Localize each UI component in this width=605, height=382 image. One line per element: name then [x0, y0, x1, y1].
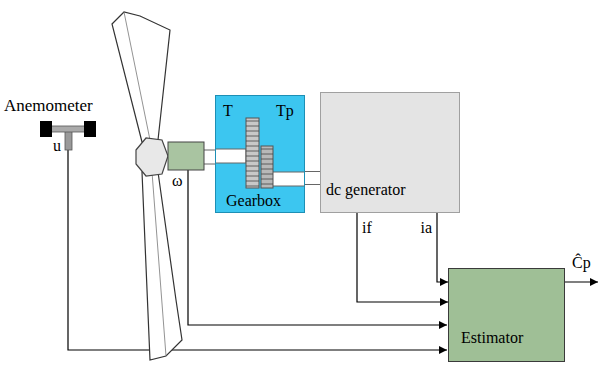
part-name: Anemometer	[4, 97, 93, 115]
gear-tooth	[261, 159, 273, 160]
anemometer-arm	[48, 126, 88, 132]
shaft-body	[305, 172, 320, 184]
node-text: dc generator	[326, 181, 406, 199]
current-wire	[357, 213, 448, 302]
node-text: Gearbox	[226, 192, 281, 210]
signal-name: ia	[419, 219, 433, 237]
gear-tooth	[246, 126, 259, 127]
node-text: T	[223, 102, 233, 120]
gear-tooth	[246, 141, 259, 142]
current-wire	[437, 213, 448, 282]
gear-tooth	[246, 161, 259, 162]
connector-line	[305, 178, 320, 179]
upper-blade	[112, 12, 170, 142]
gear-tooth	[261, 169, 273, 170]
gear-tooth	[246, 146, 259, 147]
connector-line	[437, 213, 448, 282]
output-wire	[565, 281, 598, 282]
gear-tooth	[261, 164, 273, 165]
gear-tooth	[246, 181, 259, 182]
gear-tooth	[261, 154, 273, 155]
gear-tooth	[261, 179, 273, 180]
signal-name: Ĉp	[572, 254, 591, 272]
lower-blade	[142, 172, 182, 360]
gear-tooth	[246, 171, 259, 172]
gear-tooth	[261, 174, 273, 175]
hub	[136, 138, 168, 176]
shaft-housing	[168, 142, 204, 170]
gear-tooth	[246, 151, 259, 152]
large-gear	[246, 118, 259, 188]
gear-tooth	[261, 184, 273, 185]
gear-tooth	[246, 176, 259, 177]
anemometer-cup	[84, 121, 96, 137]
signal-name: ω	[172, 172, 183, 190]
signal-name: if	[361, 219, 373, 237]
gear-tooth	[246, 121, 259, 122]
shaft-outline	[305, 171, 320, 185]
node-text: Tp	[276, 102, 294, 120]
connector-line	[357, 213, 448, 302]
small-gear	[261, 146, 273, 188]
drive-shaft	[305, 178, 320, 179]
output-shaft	[272, 172, 304, 186]
estimator-box: Estimator	[448, 268, 565, 362]
gear-tooth	[246, 131, 259, 132]
gear-tooth	[246, 166, 259, 167]
lower-blade-edge	[152, 172, 166, 356]
gearbox-box: T TpGearbox	[215, 95, 305, 213]
gear-tooth	[246, 186, 259, 187]
gear-tooth	[246, 136, 259, 137]
input-shaft	[216, 149, 246, 163]
anemometer-cup	[40, 121, 52, 137]
gear-tooth	[246, 156, 259, 157]
upper-blade-edge	[124, 12, 150, 140]
generator-box: dc generator	[320, 92, 460, 213]
signal-name: u	[53, 137, 61, 155]
gear-tooth	[261, 149, 273, 150]
node-text: Estimator	[461, 329, 523, 347]
